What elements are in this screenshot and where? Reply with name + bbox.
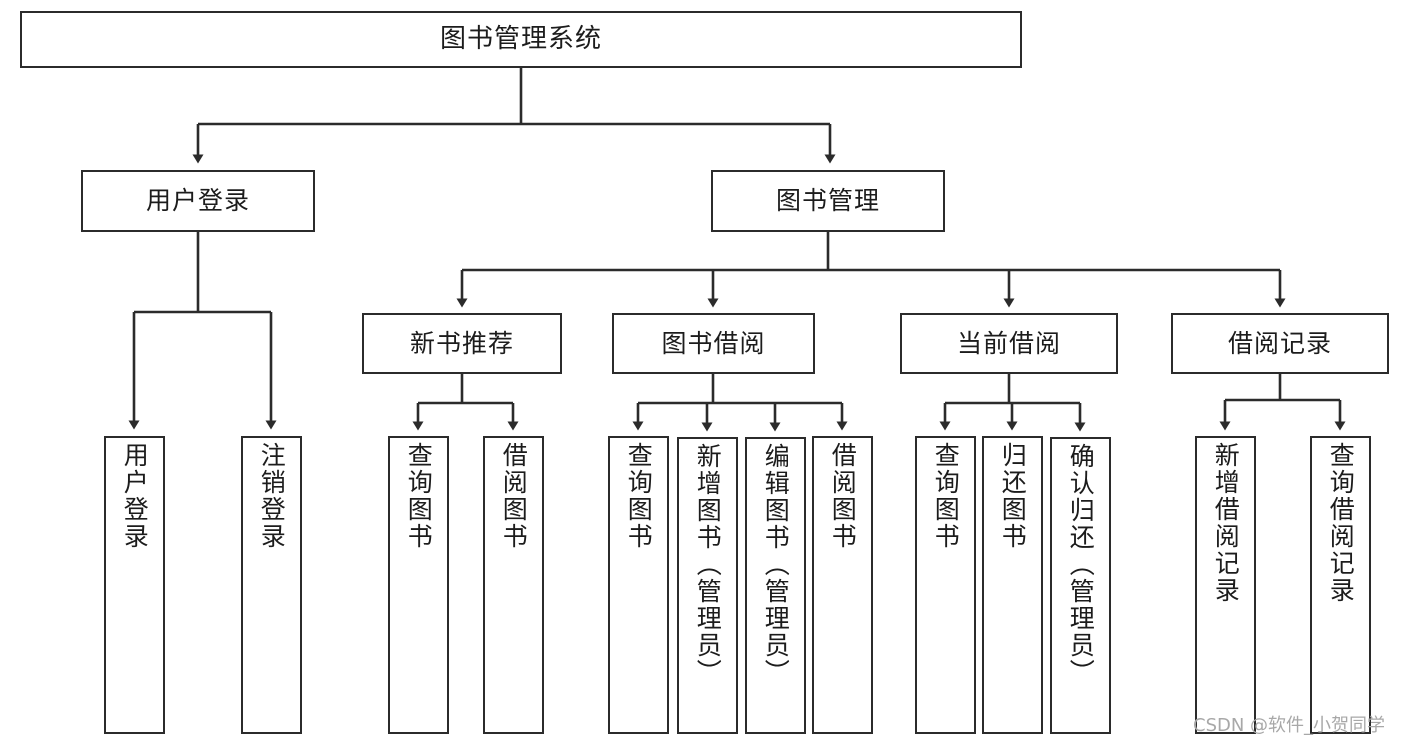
leaf-borrow-book[interactable]: 借阅图书 — [812, 436, 873, 734]
node-label: 新增图书（管理员） — [693, 443, 723, 686]
node-label: 查询图书 — [404, 442, 434, 550]
node-label: 编辑图书（管理员） — [761, 443, 791, 686]
node-book-management-system[interactable]: 图书管理系统 — [20, 11, 1022, 68]
leaf-logout-login[interactable]: 注销登录 — [241, 436, 302, 734]
node-book-management[interactable]: 图书管理 — [711, 170, 945, 232]
node-label: 新增借阅记录 — [1211, 442, 1241, 604]
leaf-query-book-current[interactable]: 查询图书 — [915, 436, 976, 734]
leaf-query-borrow-record[interactable]: 查询借阅记录 — [1310, 436, 1371, 734]
leaf-add-borrow-record[interactable]: 新增借阅记录 — [1195, 436, 1256, 734]
node-label: 注销登录 — [257, 442, 287, 550]
node-book-borrow[interactable]: 图书借阅 — [612, 313, 815, 374]
node-label: 用户登录 — [145, 186, 250, 216]
leaf-add-book[interactable]: 新增图书（管理员） — [677, 437, 738, 734]
node-label: 新书推荐 — [409, 328, 514, 358]
leaf-return-book[interactable]: 归还图书 — [982, 436, 1043, 734]
node-label: 图书借阅 — [661, 328, 766, 358]
leaf-user-login[interactable]: 用户登录 — [104, 436, 165, 734]
node-user-login[interactable]: 用户登录 — [81, 170, 315, 232]
node-label: 确认归还（管理员） — [1066, 443, 1096, 686]
node-new-book-recommend[interactable]: 新书推荐 — [362, 313, 562, 374]
node-current-borrow[interactable]: 当前借阅 — [900, 313, 1118, 374]
node-label: 归还图书 — [998, 442, 1028, 550]
node-label: 图书管理 — [775, 186, 880, 216]
leaf-edit-book[interactable]: 编辑图书（管理员） — [745, 437, 806, 734]
leaf-query-book-recommend[interactable]: 查询图书 — [388, 436, 449, 734]
node-label: 借阅图书 — [499, 442, 529, 550]
node-borrow-record[interactable]: 借阅记录 — [1171, 313, 1389, 374]
node-label: 查询图书 — [931, 442, 961, 550]
node-label: 借阅记录 — [1227, 328, 1332, 358]
node-label: 查询图书 — [624, 442, 654, 550]
node-label: 当前借阅 — [956, 328, 1061, 358]
leaf-borrow-book-recommend[interactable]: 借阅图书 — [483, 436, 544, 734]
leaf-query-book-borrow[interactable]: 查询图书 — [608, 436, 669, 734]
node-label: 图书管理系统 — [439, 24, 602, 55]
node-label: 借阅图书 — [828, 442, 858, 550]
leaf-confirm-return[interactable]: 确认归还（管理员） — [1050, 437, 1111, 734]
node-label: 用户登录 — [120, 442, 150, 550]
node-label: 查询借阅记录 — [1326, 442, 1356, 604]
